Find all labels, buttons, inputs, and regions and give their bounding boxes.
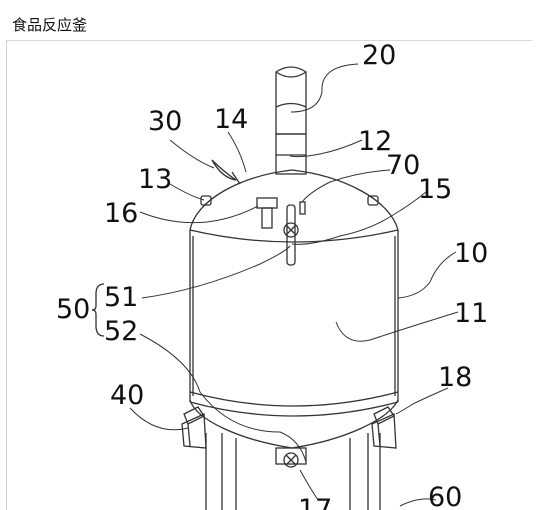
label-18: 18 xyxy=(438,362,472,393)
left-border xyxy=(6,40,7,510)
title-divider xyxy=(6,40,532,41)
label-11: 11 xyxy=(454,298,488,329)
tank-body xyxy=(189,229,399,402)
label-40: 40 xyxy=(110,380,144,411)
label-15: 15 xyxy=(418,174,452,205)
label-50: 50 xyxy=(56,294,90,325)
vent-stem xyxy=(231,171,241,185)
label-10: 10 xyxy=(454,238,488,269)
label-16: 16 xyxy=(104,198,138,229)
label-70: 70 xyxy=(386,150,420,181)
label-14: 14 xyxy=(214,104,248,135)
label-30: 30 xyxy=(148,106,182,137)
label-13: 13 xyxy=(138,164,172,195)
label-51: 51 xyxy=(104,282,138,313)
motor xyxy=(275,66,307,135)
nozzle-left xyxy=(200,195,212,206)
label-12: 12 xyxy=(358,126,392,157)
label-52: 52 xyxy=(104,316,138,347)
shaft-housing xyxy=(275,133,307,175)
bottom-ring xyxy=(189,391,399,407)
nozzle-right xyxy=(367,195,379,206)
feed-port xyxy=(256,197,278,229)
page-title: 食品反应釜 xyxy=(12,16,88,34)
bracket-50 xyxy=(91,283,105,337)
label-17: 17 xyxy=(298,494,332,510)
small-port-70 xyxy=(299,201,306,215)
drain-valve xyxy=(275,447,307,468)
label-60: 60 xyxy=(428,482,462,510)
vent-flap xyxy=(211,159,237,181)
leader-lines xyxy=(129,63,459,507)
right-foot xyxy=(371,406,397,449)
top-dome xyxy=(189,169,399,231)
thermometer xyxy=(283,204,299,266)
left-foot xyxy=(181,406,207,449)
label-20: 20 xyxy=(362,40,396,71)
support-frame xyxy=(205,433,381,510)
